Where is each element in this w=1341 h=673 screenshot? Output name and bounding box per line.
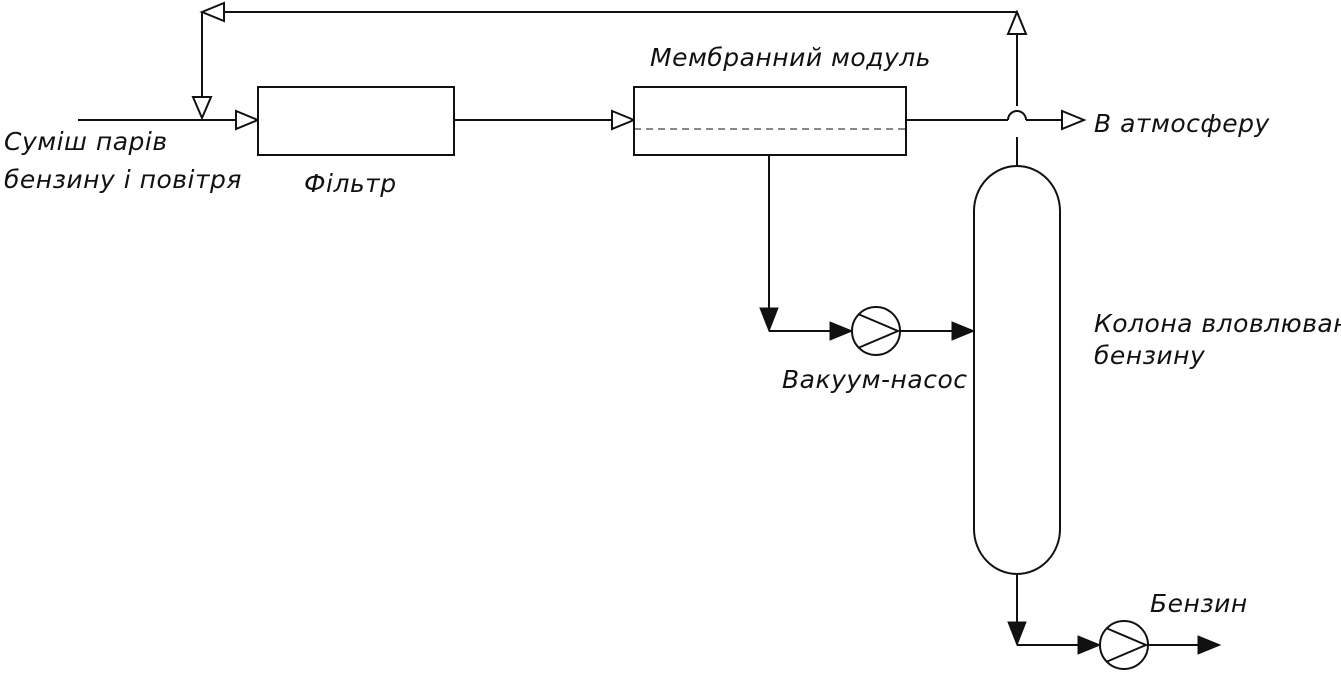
column-inlet-arrow [951, 321, 976, 341]
feed-label-line2: бензину і повітря [4, 165, 242, 194]
pump-to-column-stream [900, 321, 976, 341]
gasoline-pump-inlet-arrow [1077, 635, 1102, 655]
line-crossover-hop [1007, 110, 1027, 121]
atmosphere-stream [906, 109, 1087, 131]
feed-arrow [235, 109, 261, 131]
membrane-inlet-arrow [611, 109, 637, 131]
bottoms-down-arrow [1007, 621, 1027, 647]
column-label-line2: бензину [1094, 341, 1206, 370]
column-label-line1: Колона вловлювання [1094, 309, 1341, 338]
pump-inlet-arrow [829, 321, 854, 341]
permeate-down-arrow [759, 307, 779, 333]
atmosphere-arrow [1061, 109, 1087, 131]
vacuum-pump-symbol [851, 306, 901, 356]
recycle-left-arrow [199, 1, 225, 23]
recycle-down-arrow [191, 96, 213, 121]
feed-stream [78, 109, 261, 131]
gasoline-pump-triangle [1105, 627, 1149, 663]
membrane-module-box [633, 86, 907, 156]
recycle-loop [191, 1, 1028, 121]
vacuum-pump-label: Вакуум-насос [782, 365, 968, 394]
filter-outlet-stream [454, 109, 637, 131]
feed-label-line1: Суміш парів [4, 127, 168, 156]
vacuum-pump-triangle [857, 313, 901, 349]
membrane-module-label: Мембранний модуль [650, 43, 931, 72]
atmosphere-label: В атмосферу [1094, 109, 1270, 138]
gasoline-stream [1007, 574, 1222, 670]
gasoline-outlet-arrow [1197, 635, 1222, 655]
column-overhead-up-arrow [1006, 9, 1028, 35]
gasoline-label: Бензин [1150, 589, 1248, 618]
filter-label: Фільтр [304, 169, 397, 198]
permeate-stream [759, 155, 854, 341]
filter-box [257, 86, 455, 156]
recovery-column-vessel [973, 165, 1061, 575]
